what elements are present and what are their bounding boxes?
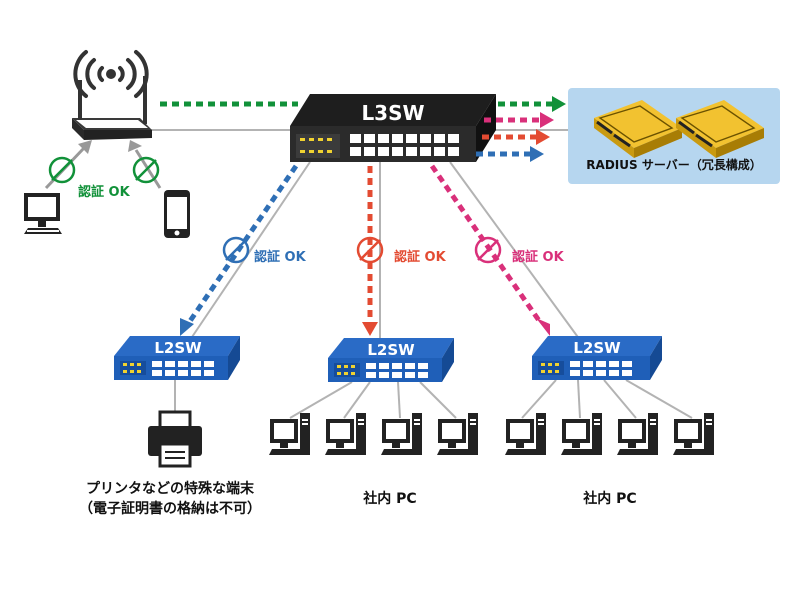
desktop-pc-icon — [673, 413, 714, 455]
link-l3sw-l2sw-left — [189, 161, 311, 341]
link-l3sw-l2sw-right — [449, 161, 581, 341]
radius-label: RADIUS サーバー（冗長構成） — [586, 158, 762, 172]
smartphone-icon — [164, 190, 190, 238]
wifi-router-icon — [72, 50, 152, 140]
auth-check-circles — [48, 156, 502, 264]
auth-ok-pc-group-1: 認証 OK — [394, 250, 446, 265]
pc-group-1-caption: 社内 PC — [363, 491, 417, 507]
desktop-pc-icon — [561, 413, 602, 455]
l2-switch-right — [532, 336, 662, 380]
desktop-pc-icon — [505, 413, 546, 455]
arrow-heads — [180, 96, 566, 336]
flow-magenta-l2sw — [429, 164, 543, 324]
l3-switch — [290, 94, 496, 162]
printer-icon — [148, 410, 202, 468]
l2sw-label-center: L2SW — [367, 341, 415, 359]
auth-ok-pc-group-2: 認証 OK — [512, 250, 564, 265]
l2sw-label-left: L2SW — [154, 339, 202, 357]
l2sw-label-right: L2SW — [573, 339, 621, 357]
desktop-pc-icon — [325, 413, 366, 455]
l2-switch-center — [328, 338, 454, 382]
pc-group-2-caption: 社内 PC — [583, 491, 637, 507]
auth-flows — [160, 101, 552, 326]
desktop-pc-icon — [269, 413, 310, 455]
printer-caption-line1: プリンタなどの特殊な端末 — [86, 481, 254, 497]
desktop-pc-icon — [24, 193, 62, 234]
desktop-pc-icon — [381, 413, 422, 455]
physical-links — [150, 129, 693, 419]
auth-ok-printer-side: 認証 OK — [254, 250, 306, 265]
auth-ok-wireless: 認証 OK — [78, 185, 130, 200]
printer-caption-line2: （電子証明書の格納は不可） — [79, 501, 261, 517]
flow-blue-l2sw — [185, 164, 299, 326]
l2-switch-left — [114, 336, 240, 380]
desktop-pc-icon — [437, 413, 478, 455]
desktop-pc-icon — [617, 413, 658, 455]
l3sw-label: L3SW — [361, 101, 424, 125]
